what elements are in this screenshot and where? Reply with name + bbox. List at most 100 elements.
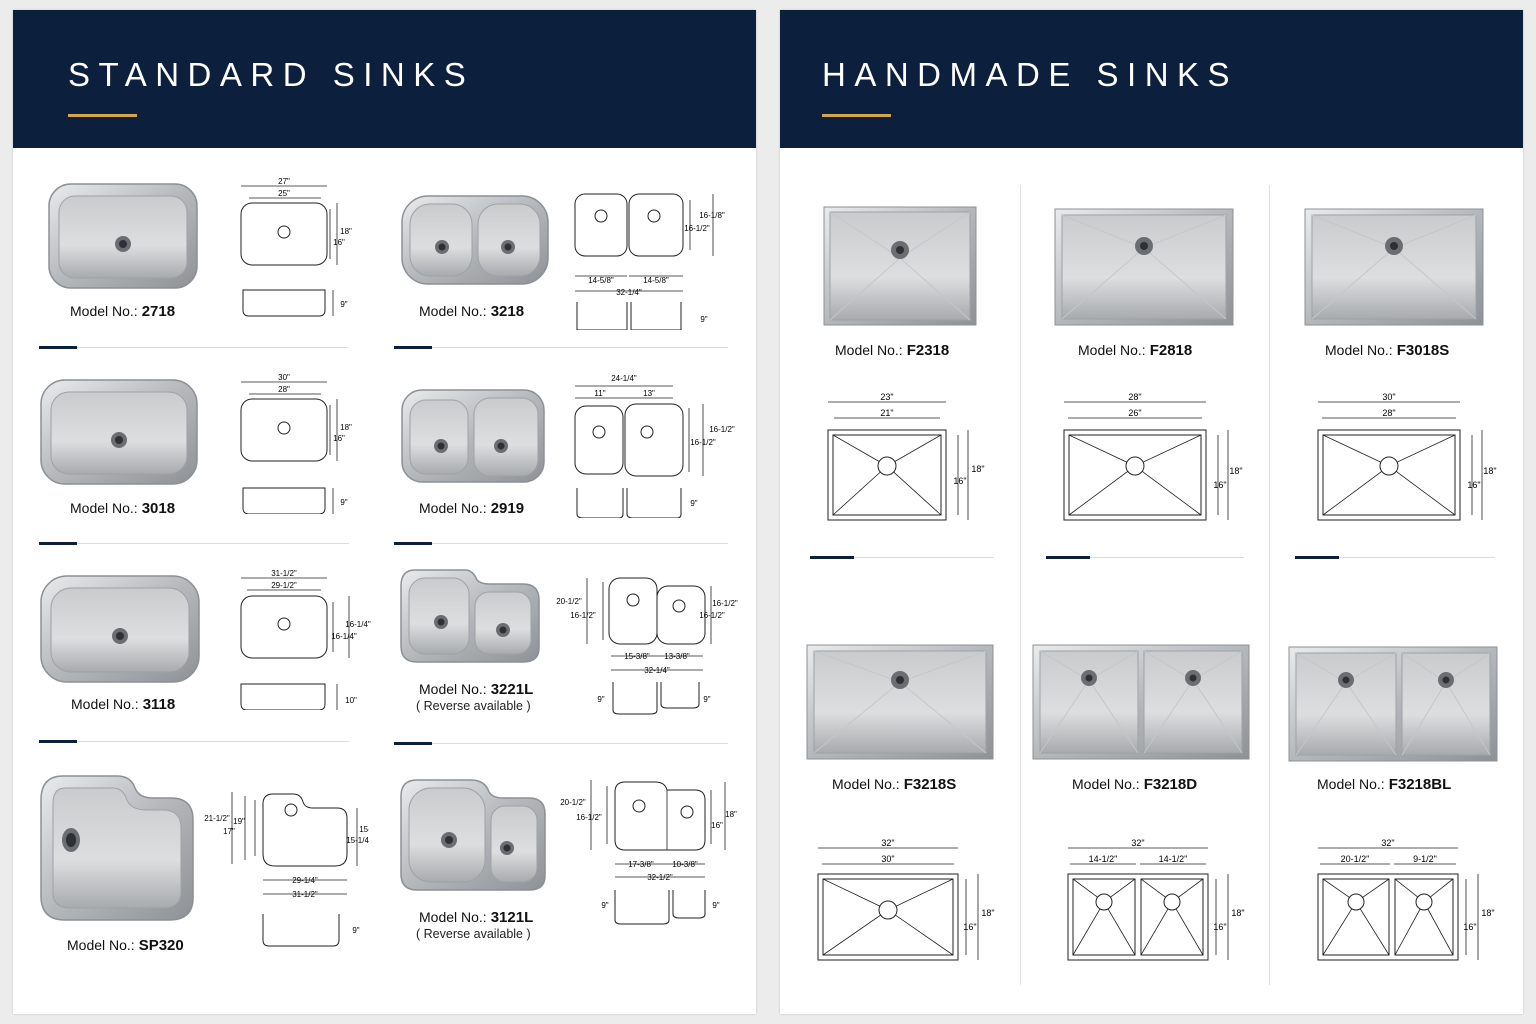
title-accent-rule	[68, 114, 137, 117]
drawing-F3218BL: 32" 20-1/2" 9-1/2" 18" 16"	[1317, 838, 1495, 961]
sink-photo-F2818	[1054, 208, 1234, 326]
dim-depth: 9"	[690, 499, 697, 508]
model-number: F2818	[1149, 342, 1193, 359]
model-label-F2318: Model No.:F2318	[835, 342, 950, 359]
dim-width: 28"	[278, 385, 290, 394]
dim-width: 30"	[1382, 392, 1395, 402]
standard-sinks-banner: STANDARD SINKS	[13, 10, 756, 148]
model-label-F3218S: Model No.:F3218S	[832, 776, 957, 793]
dim-height: 16-1/2"	[709, 425, 735, 434]
dim-height: 16"	[963, 922, 976, 932]
dim-height: 16-1/4"	[345, 620, 371, 629]
dim-height: 18"	[725, 810, 737, 819]
dim-width: 32-1/4"	[644, 666, 670, 675]
dim-height: 18"	[1229, 466, 1242, 476]
dim-depth: 9"	[340, 498, 347, 507]
dim-width: 14-5/8"	[643, 276, 669, 285]
dim-height: 16-1/2"	[684, 224, 710, 233]
row-divider	[77, 741, 349, 742]
dim-width: 25"	[278, 189, 290, 198]
dim-height: 18"	[971, 464, 984, 474]
dim-width: 32-1/4"	[616, 288, 642, 297]
drawing-3218: 16-1/8" 16-1/2" 14-5/8" 14-5/8" 32-1/4" …	[574, 193, 725, 330]
dim-height: 16-1/2"	[699, 611, 725, 620]
dim-height: 18"	[1483, 466, 1496, 476]
dim-width: 26"	[1128, 408, 1141, 418]
drawing-2718: 27" 25" 18" 16" 9"	[240, 178, 352, 317]
dim-height: 16"	[1463, 922, 1476, 932]
model-number: 2919	[490, 500, 525, 517]
drawing-F3218D: 32" 14-1/2" 14-1/2" 18" 16"	[1067, 838, 1245, 961]
row-divider	[1339, 557, 1495, 558]
title-accent-rule	[822, 114, 891, 117]
dim-width: 28"	[1128, 392, 1141, 402]
dim-height: 18"	[1231, 908, 1244, 918]
dim-height: 16"	[1213, 480, 1226, 490]
dim-width: 32"	[881, 838, 894, 848]
model-number: F2318	[906, 342, 950, 359]
dim-height: 16"	[333, 238, 345, 247]
model-number: F3218S	[903, 776, 957, 793]
model-number: SP320	[138, 937, 184, 954]
dim-height: 17"	[223, 827, 235, 836]
dim-width: 20-1/2"	[1341, 854, 1370, 864]
drawing-F2318: 23" 21" 18" 16"	[827, 392, 985, 521]
model-number: 3218	[490, 303, 525, 320]
drawing-3018: 30" 28" 18" 16" 9"	[240, 374, 352, 514]
dim-width: 29-1/2"	[271, 581, 297, 590]
row-divider-accent	[394, 742, 432, 745]
page-title: STANDARD SINKS	[68, 56, 475, 93]
dim-height: 16-1/8"	[699, 211, 725, 220]
drawing-F3018S: 30" 28" 18" 16"	[1317, 392, 1497, 521]
dim-depth: 9"	[601, 901, 608, 910]
model-label-2718: Model No.:2718	[70, 303, 176, 320]
row-divider	[854, 557, 994, 558]
model-label-F3018S: Model No.:F3018S	[1325, 342, 1450, 359]
dim-height: 19"	[233, 817, 245, 826]
dim-width: 14-5/8"	[588, 276, 614, 285]
column-divider	[1020, 185, 1021, 985]
dim-height: 15-1/4"	[359, 825, 369, 834]
dim-width: 24-1/4"	[611, 374, 637, 383]
dim-height: 16-1/2"	[576, 813, 602, 822]
dim-width: 14-1/2"	[1159, 854, 1188, 864]
dim-width: 29-1/4"	[292, 876, 318, 885]
page-title: HANDMADE SINKS	[822, 56, 1239, 93]
row-divider	[77, 347, 349, 348]
model-label-F3218D: Model No.:F3218D	[1072, 776, 1198, 793]
dim-width: 17-3/8"	[628, 860, 654, 869]
dim-width: 27"	[278, 178, 290, 186]
drawing-3221L: 20-1/2" 16-1/2" 16-1/2" 16-1/2" 15-3/8" …	[556, 577, 738, 715]
model-number: F3218BL	[1388, 776, 1452, 793]
dim-height: 18"	[1481, 908, 1494, 918]
row-divider-accent	[39, 346, 77, 349]
model-label-3121L: Model No.:3121L	[419, 909, 534, 926]
sink-photo-2919	[401, 389, 545, 483]
dim-height: 16-1/2"	[712, 599, 738, 608]
dim-height: 20-1/2"	[556, 597, 582, 606]
dim-width: 9-1/2"	[1413, 854, 1437, 864]
row-divider	[432, 743, 728, 744]
model-label-3218: Model No.:3218	[419, 303, 525, 320]
dim-height: 16-1/4"	[331, 632, 357, 641]
model-number: 3118	[142, 696, 176, 713]
dim-depth: 9"	[340, 300, 347, 309]
dim-height: 18"	[340, 227, 352, 236]
model-number: 2718	[141, 303, 176, 320]
dim-height: 16"	[953, 476, 966, 486]
row-divider	[432, 543, 728, 544]
drawing-3118: 31-1/2" 29-1/2" 16-1/4" 16-1/4" 10"	[240, 570, 371, 710]
sink-photo-F3018S	[1304, 208, 1484, 326]
standard-sinks-page: STANDARD SINKS 27" 25" 18" 16" 9" Model …	[13, 10, 756, 1014]
dim-depth: 10"	[345, 696, 357, 705]
row-divider	[77, 543, 349, 544]
sink-photo-3018	[40, 379, 198, 485]
dim-height: 20-1/2"	[560, 798, 586, 807]
dim-width: 14-1/2"	[1089, 854, 1118, 864]
handmade-sinks-banner: HANDMADE SINKS	[780, 10, 1523, 148]
dim-width: 21"	[880, 408, 893, 418]
dim-depth: 9"	[703, 695, 710, 704]
model-label-3221L: Model No.:3221L	[419, 681, 534, 698]
row-divider-accent	[810, 556, 854, 559]
model-number: 3121L	[490, 909, 534, 926]
